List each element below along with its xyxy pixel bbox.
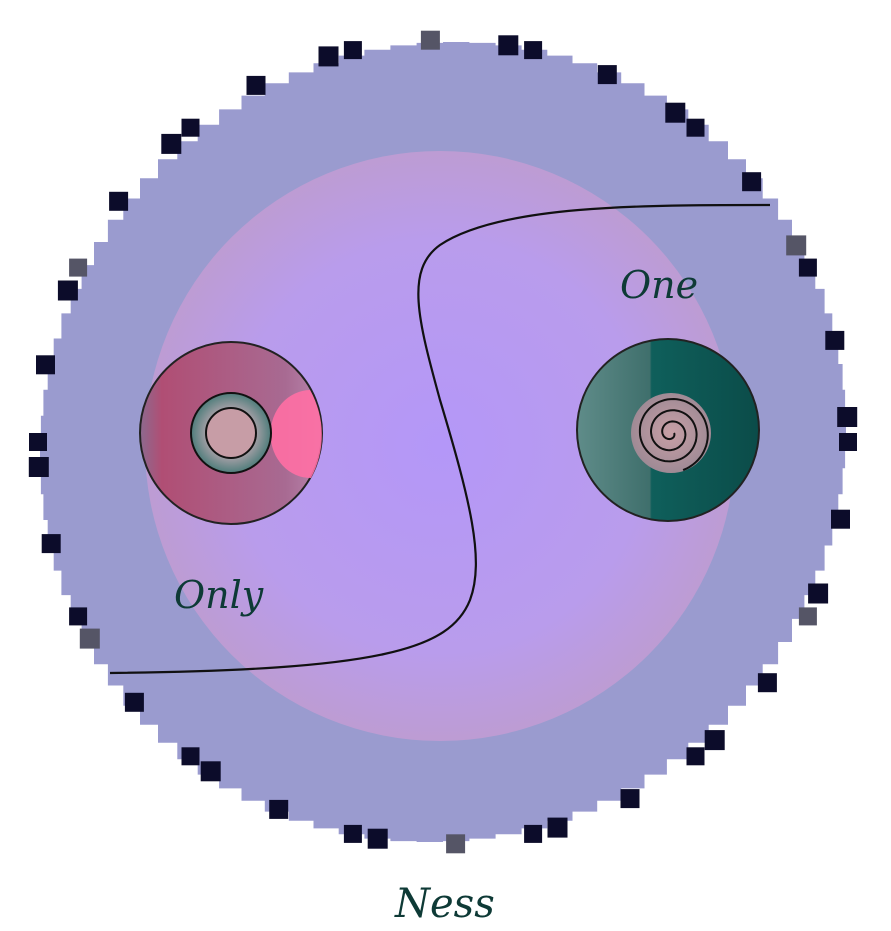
edge-notch (41, 534, 61, 554)
edge-notch (798, 258, 817, 277)
edge-notch (57, 280, 78, 301)
edge-notch (786, 235, 807, 256)
edge-notch (181, 747, 200, 766)
edge-notch (498, 35, 519, 56)
edge-notch (547, 817, 568, 838)
edge-notch (831, 509, 850, 529)
label-ness: Ness (394, 881, 495, 927)
edge-notch (124, 692, 144, 712)
edge-notch (200, 761, 221, 782)
edge-notch (79, 628, 100, 649)
s-curve-divider (109, 203, 771, 675)
edge-notch (839, 433, 857, 451)
edge-notch (36, 355, 55, 375)
edge-notch (343, 824, 362, 843)
left-eye-circle (139, 341, 323, 525)
edge-notch (597, 65, 617, 85)
edge-notch (524, 824, 543, 843)
right-eye-circle (576, 338, 760, 522)
edge-notch (28, 457, 49, 477)
edge-notch (343, 41, 362, 60)
edge-notch (181, 118, 200, 137)
edge-notch (798, 607, 817, 626)
spiral-icon (638, 397, 709, 472)
edge-notch (757, 673, 777, 693)
edge-notch (420, 30, 440, 50)
label-one: One (620, 263, 698, 307)
edge-notch (367, 828, 388, 849)
edge-notch (318, 46, 339, 67)
edge-notch (686, 747, 705, 766)
edge-notch (825, 330, 845, 350)
edge-notch (742, 172, 762, 192)
edge-notch (29, 433, 47, 451)
edge-notch (524, 41, 543, 60)
edge-notch (69, 607, 88, 626)
inner-glow-circle (145, 151, 735, 741)
edge-notch (109, 191, 129, 211)
edge-notch (620, 789, 640, 809)
edge-notch (69, 258, 88, 277)
edge-notch (704, 730, 725, 751)
edge-notch (837, 407, 858, 427)
edge-notch (665, 102, 686, 123)
edge-notch (808, 583, 829, 604)
edge-notch (686, 118, 705, 137)
edge-notch (269, 799, 289, 819)
label-only: Only (174, 573, 264, 617)
edge-notch (446, 834, 466, 854)
edge-notch (161, 133, 182, 154)
edge-notch (246, 75, 266, 95)
spiral-base (631, 393, 711, 473)
